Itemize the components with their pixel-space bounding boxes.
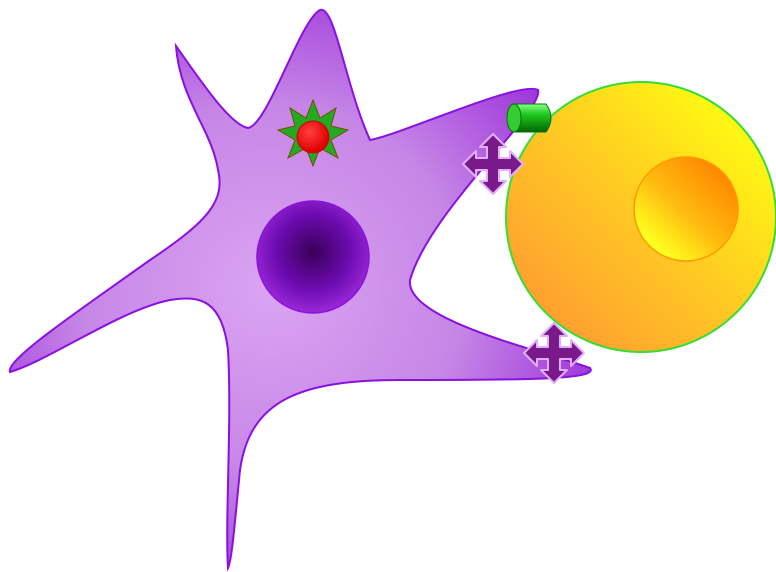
antigen-core	[297, 121, 329, 153]
receptor	[507, 104, 551, 132]
t-cell-nucleus	[634, 157, 738, 261]
receptor-cap	[507, 104, 521, 132]
dendritic-cell-nucleus	[257, 201, 369, 313]
